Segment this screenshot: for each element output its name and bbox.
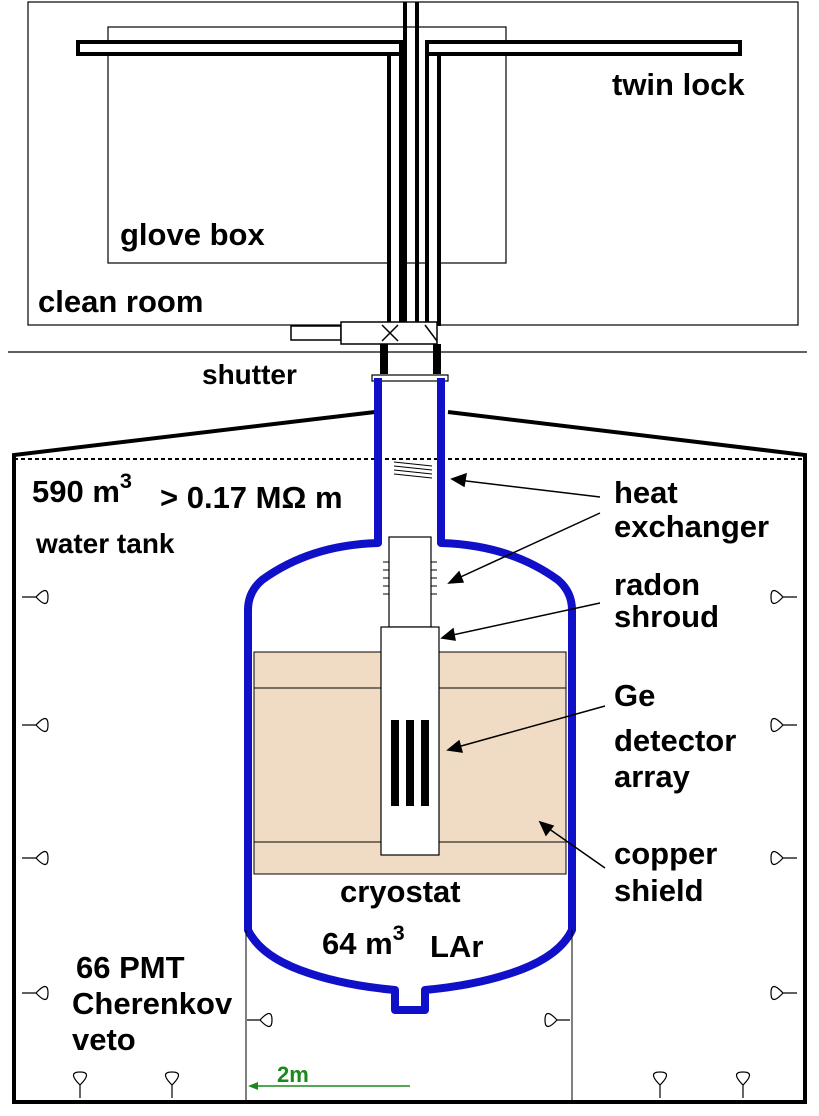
pmt-label-2: Cherenkov	[72, 986, 233, 1021]
neck-collar	[371, 374, 449, 382]
label-arrows	[440, 472, 606, 869]
ge-array-label-1: Ge	[614, 678, 656, 713]
scale-label: 2m	[277, 1062, 309, 1087]
neck-flange	[380, 344, 441, 374]
cryostat-label: cryostat	[340, 874, 461, 909]
glove-box	[107, 26, 507, 264]
lar-volume-value: 64 m	[322, 926, 393, 961]
pmt-array	[22, 589, 797, 1098]
resistivity-label: > 0.17 MΩ m	[160, 480, 343, 515]
glove-box-label: glove box	[120, 217, 265, 252]
ge-array-label-3: array	[614, 759, 690, 794]
lar-label: LAr	[430, 929, 484, 964]
lar-volume-label: 64 m3	[322, 922, 405, 961]
shutter	[290, 321, 438, 345]
cryostat-wall	[244, 378, 576, 1014]
lar-volume-exp: 3	[392, 920, 405, 945]
water-tank-label: water tank	[36, 528, 175, 559]
ge-detectors	[391, 720, 429, 806]
tank-volume-label: 590 m3	[32, 470, 132, 509]
pmt-label-1: 66 PMT	[76, 950, 185, 985]
detector-string	[380, 536, 440, 856]
water-tank	[12, 410, 807, 1104]
heat-exchanger-coil	[393, 461, 433, 479]
shutter-label: shutter	[202, 359, 297, 390]
twin-lock-pipes	[76, 2, 742, 326]
radon-shroud-label-1: radon	[614, 567, 701, 602]
copper-shield-label-1: copper	[614, 836, 718, 871]
copper-shield-label-2: shield	[614, 873, 704, 908]
heat-exchanger-label-1: heat	[614, 475, 678, 510]
tank-volume-value: 590 m	[32, 474, 120, 509]
heat-exchanger-label-2: exchanger	[614, 509, 770, 544]
ge-array-label-2: detector	[614, 723, 737, 758]
scale-bar	[245, 930, 573, 1100]
radon-shroud-label-2: shroud	[614, 599, 720, 634]
tank-volume-exp: 3	[119, 468, 132, 493]
radon-shroud-ticks	[383, 561, 437, 595]
clean-room-label: clean room	[38, 284, 204, 319]
pmt-label-3: veto	[72, 1022, 136, 1057]
twin-lock-label: twin lock	[612, 67, 745, 102]
